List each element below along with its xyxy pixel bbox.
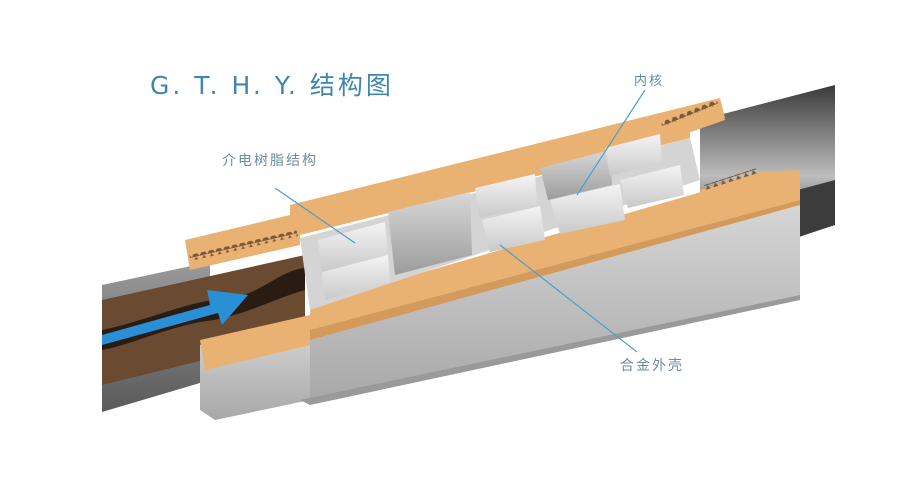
- inner-core-blocks: [540, 134, 684, 234]
- leader-lines: [274, 89, 646, 353]
- leader-line-shell: [499, 244, 638, 353]
- flow-arrow: [102, 290, 248, 345]
- diagram-title: G. T. H. Y. 结构图: [150, 71, 394, 100]
- threaded-coupling-right: [660, 99, 800, 200]
- leader-line-resin: [274, 187, 356, 244]
- leader-line-core: [576, 89, 646, 196]
- shell-top-band: [185, 98, 725, 270]
- label-inner-core: 内核: [634, 74, 665, 89]
- shell-bottom-band: [200, 172, 800, 370]
- label-dielectric-resin: 介电树脂结构: [222, 153, 318, 169]
- label-alloy-shell: 合金外壳: [620, 358, 684, 374]
- dielectric-resin-blocks: [318, 174, 545, 300]
